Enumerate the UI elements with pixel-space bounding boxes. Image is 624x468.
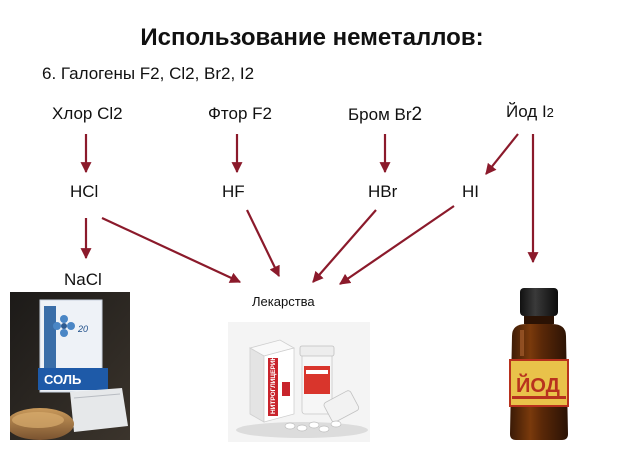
iodine-name: Йод I bbox=[506, 102, 547, 121]
medicines-photo: НИТРОГЛИЦЕРИН bbox=[228, 322, 370, 442]
medicines-label: Лекарства bbox=[252, 294, 315, 309]
salt-photo: 20 СОЛЬ bbox=[10, 292, 130, 440]
node-fluorine: Фтор F2 bbox=[208, 104, 272, 123]
node-bromine: Бром Br2 bbox=[348, 104, 422, 126]
node-hcl: HCl bbox=[70, 182, 99, 201]
arrow-hi-to-medicines bbox=[339, 205, 455, 285]
medicine-box-name: НИТРОГЛИЦЕРИН bbox=[270, 356, 277, 414]
arrow-i2-to-hi bbox=[485, 133, 519, 175]
node-chlorine: Хлор Cl2 bbox=[52, 104, 123, 123]
salt-brand: СОЛЬ bbox=[44, 372, 81, 387]
bromine-name: Бром Br bbox=[348, 105, 412, 124]
iodine-bottle-label: ЙОД bbox=[516, 373, 560, 397]
bromine-index: 2 bbox=[411, 104, 423, 125]
node-hi: HI bbox=[462, 182, 479, 201]
node-hf: HF bbox=[222, 182, 245, 201]
arrow-hf-to-medicines bbox=[246, 209, 280, 277]
arrow-hbr-to-medicines bbox=[312, 209, 377, 283]
subtitle: 6. Галогены F2, Cl2, Br2, I2 bbox=[42, 64, 255, 83]
salt-badge: 20 bbox=[77, 324, 88, 334]
node-nacl: NaCl bbox=[64, 270, 102, 289]
node-hbr: HBr bbox=[368, 182, 398, 201]
arrow-hcl-to-medicines bbox=[101, 217, 241, 283]
iodine-bottle-photo: ЙОД bbox=[509, 288, 569, 440]
slide-title: Использование неметаллов: bbox=[140, 24, 484, 51]
node-iodine: Йод I2 bbox=[506, 102, 554, 122]
iodine-index: 2 bbox=[546, 105, 554, 120]
